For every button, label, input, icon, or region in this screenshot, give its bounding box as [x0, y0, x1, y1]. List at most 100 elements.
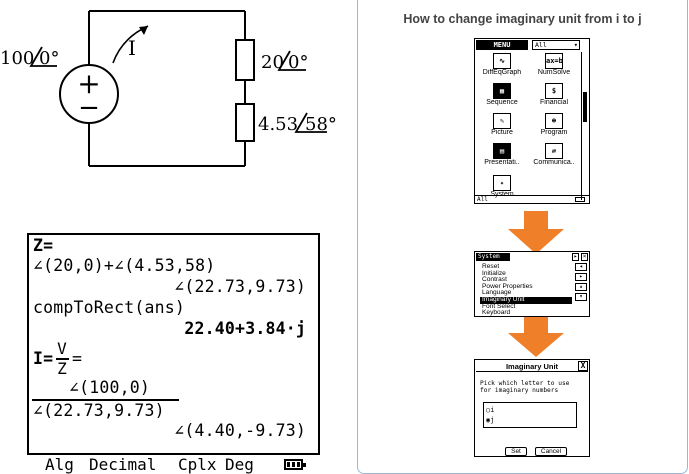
system-title: System [476, 253, 510, 261]
set-button[interactable]: Set [505, 447, 527, 456]
system-icon: ✦ [493, 175, 511, 191]
calculator-status-bar: Alg Decimal Cplx Deg [27, 455, 320, 474]
financial-icon: $ [545, 83, 563, 99]
calculator-screen: Z= ∠(20,0)+∠(4.53,58) ∠(22.73,9.73) comp… [27, 233, 320, 474]
dialog-close-button[interactable]: X [578, 361, 588, 371]
cancel-button[interactable]: Cancel [535, 447, 567, 456]
source-angle: 0° [39, 48, 59, 69]
imaginary-unit-dialog: Imaginary Unit X Pick which letter to us… [474, 359, 590, 457]
calc-line-z: Z= [33, 236, 54, 255]
option-j-radio[interactable]: ◉j [486, 416, 495, 424]
menu-app-picture[interactable]: ✎Picture [477, 113, 527, 137]
menu-app-presentati[interactable]: ▤Presentati.. [477, 143, 527, 167]
current-arrowhead [139, 26, 148, 35]
system-item-initialize[interactable]: Initialize [482, 269, 506, 277]
system-item-reset[interactable]: Reset [482, 263, 500, 270]
system-menu-icon[interactable]: ▸ [572, 253, 579, 261]
system-item-language[interactable]: Language [482, 289, 512, 297]
status-deg: Deg [225, 455, 254, 474]
r1-angle-symbol [277, 50, 306, 71]
menu-app-label: Communica.. [533, 159, 575, 166]
menu-footer-label: All [477, 196, 488, 203]
menu-app-label: Picture [491, 129, 513, 136]
dialog-title: Imaginary Unit [476, 361, 588, 372]
option-i-radio[interactable]: ○i [486, 406, 495, 414]
calc-v-label: V [57, 339, 67, 358]
calc-equals: = [72, 349, 83, 368]
circuit-wires [88, 10, 246, 167]
calc-z-label: Z [57, 359, 67, 378]
current-label: I [128, 36, 136, 60]
dialog-prompt-line-2: for imaginary numbers [480, 387, 559, 394]
menu-app-label: Sequence [486, 99, 518, 106]
presentation-icon: ▤ [493, 143, 511, 159]
menu-scrollbar[interactable] [581, 52, 588, 200]
resistor-1 [235, 39, 255, 81]
calc-line-sum: ∠(20,0)+∠(4.53,58) [33, 256, 216, 275]
picture-icon: ✎ [493, 113, 511, 129]
circuit-diagram: + − I 100 0° 20 0° 4.53 58° [0, 10, 337, 167]
system-item-keyboard[interactable]: Keyboard [482, 309, 511, 317]
menu-category-select[interactable]: All [532, 40, 580, 50]
panel-title: How to change imaginary unit from i to j [403, 12, 642, 26]
menu-title: MENU [476, 40, 528, 50]
menu-app-system[interactable]: ✦System [477, 175, 527, 199]
system-close-icon[interactable]: × [581, 253, 588, 261]
calculator-display: Z= ∠(20,0)+∠(4.53,58) ∠(22.73,9.73) comp… [27, 233, 320, 455]
menu-app-label: System [490, 191, 514, 198]
system-item-imaginary-unit[interactable]: Imaginary Unit [480, 296, 572, 304]
svg-text:+: + [77, 67, 100, 100]
system-left-arrow-icon[interactable]: ◂ [575, 263, 587, 271]
r1-angle: 0° [288, 52, 308, 73]
svg-text:−: − [78, 93, 100, 123]
source-magnitude: 100 [0, 48, 34, 69]
communication-icon: ⇄ [545, 143, 563, 159]
menu-app-label: Financial [539, 99, 568, 106]
menu-header: MENU All [475, 39, 589, 51]
menu-app-label: Program [540, 129, 568, 136]
numsolve-icon: ax=b [545, 53, 563, 69]
source-angle-symbol [29, 46, 57, 67]
menu-app-label: Presentati.. [484, 159, 520, 166]
r1-magnitude: 20 [261, 52, 284, 73]
menu-app-label: DiffEqGraph [482, 69, 522, 76]
system-right-arrow-icon[interactable]: ▸ [575, 273, 587, 281]
calc-line-rect: 22.40+3.84·j [184, 319, 306, 338]
menu-app-sequence[interactable]: ▦Sequence [477, 83, 527, 107]
down-arrow-icon [508, 317, 564, 357]
status-alg: Alg [45, 455, 74, 474]
dialog-option-box: ○i ◉j [483, 402, 577, 428]
status-cplx: Cplx [178, 455, 217, 474]
diffeq-graph-icon: ∿ [493, 53, 511, 69]
status-decimal: Decimal [89, 455, 157, 474]
system-item-contrast[interactable]: Contrast [482, 276, 507, 284]
menu-app-financial[interactable]: $Financial [529, 83, 579, 107]
down-arrow-icon [508, 211, 564, 254]
resistor-2 [235, 103, 255, 142]
system-item-font-select[interactable]: Font Select [482, 302, 516, 310]
system-down-arrow-icon[interactable]: ▾ [575, 293, 587, 301]
calc-denominator: ∠(22.73,9.73) [33, 401, 165, 420]
system-item-power-properties[interactable]: Power Properties [482, 282, 533, 290]
calc-line-comptorect: compToRect(ans) [33, 298, 186, 317]
calc-line-polar: ∠(22.73,9.73) [174, 277, 306, 296]
dialog-prompt: Pick which letter to use for imaginary n… [480, 380, 586, 394]
voltage-source: + − [59, 64, 119, 124]
menu-scrollbar-thumb[interactable] [583, 92, 587, 122]
menu-app-communica[interactable]: ⇄Communica.. [529, 143, 579, 167]
menu-app-diffeqgraph[interactable]: ∿DiffEqGraph [477, 53, 527, 77]
r2-angle: 58° [305, 114, 337, 135]
program-icon: ☻ [545, 113, 563, 129]
system-side-buttons: ◂ ▸ ▴ ▾ [575, 263, 589, 303]
dialog-prompt-line-1: Pick which letter to use [480, 380, 570, 387]
calc-fraction-bar [32, 399, 179, 401]
menu-app-label: NumSolve [537, 69, 571, 76]
instructions-panel: How to change imaginary unit from i to j… [357, 0, 688, 474]
system-up-arrow-icon[interactable]: ▴ [575, 283, 587, 291]
menu-app-program[interactable]: ☻Program [529, 113, 579, 137]
system-header: System ▸ × [475, 252, 589, 261]
